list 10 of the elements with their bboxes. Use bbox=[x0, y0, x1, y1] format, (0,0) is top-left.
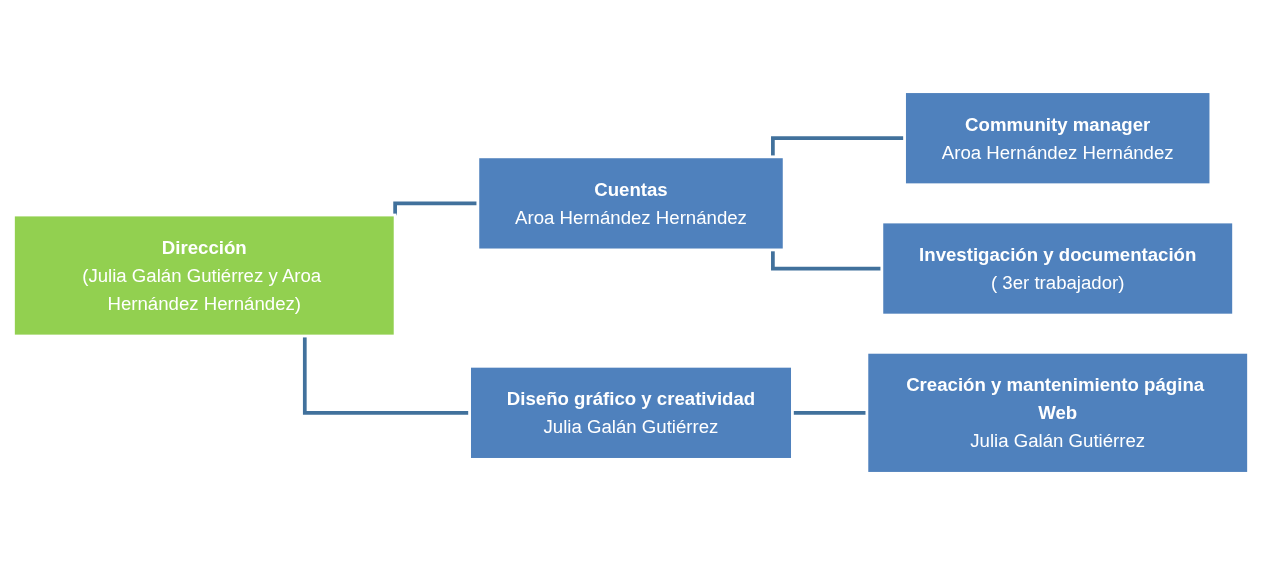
connector bbox=[771, 249, 882, 271]
node-box: Community manager Aroa Hernández Hernández bbox=[903, 90, 1213, 187]
node-box: Investigación y documentación ( 3er trabajador) bbox=[880, 220, 1235, 317]
node-box: Cuentas Aroa Hernández Hernández bbox=[476, 155, 786, 252]
node-box: Creación y mantenimiento página Web Julia Galán Gutiérrez bbox=[865, 350, 1250, 475]
connector bbox=[393, 201, 478, 216]
connector bbox=[771, 136, 905, 157]
node-box: Dirección (Julia Galán Gutiérrez y Aroa Hernández Hernández) bbox=[12, 213, 397, 338]
connector bbox=[302, 336, 470, 415]
node-box: Diseño gráfico y creatividad Julia Galán Gutiérrez bbox=[468, 364, 794, 461]
